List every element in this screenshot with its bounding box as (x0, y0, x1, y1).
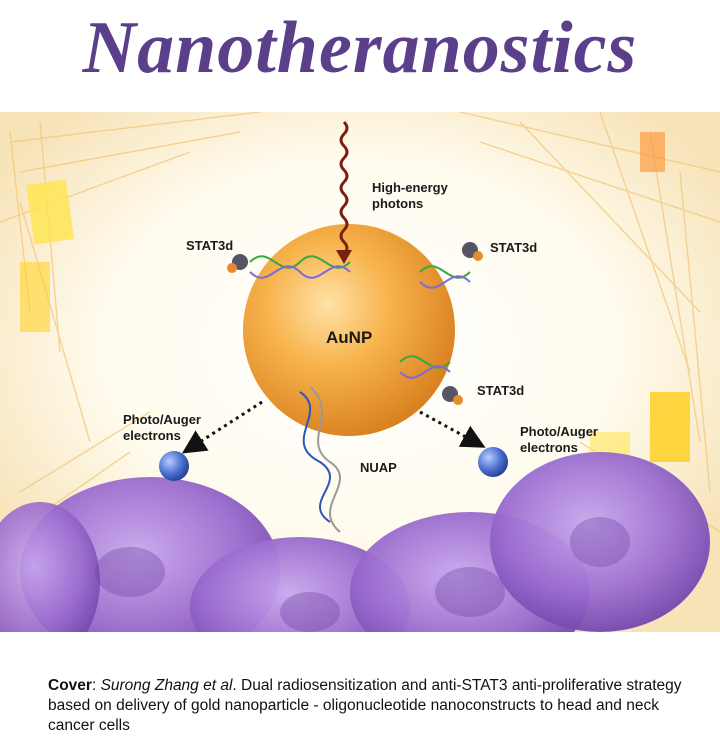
label-stat3d-right-top: STAT3d (490, 240, 538, 255)
nuap-strand (299, 386, 341, 533)
yellow-blocks (20, 132, 690, 462)
label-nuap: NUAP (360, 460, 397, 475)
electron-left (159, 451, 189, 481)
caption-text: . Dual radiosensitization and anti-STAT3… (48, 677, 682, 734)
cover-caption: Cover: Surong Zhang et al. Dual radiosen… (48, 676, 688, 736)
label-stat3d-left: STAT3d (186, 238, 234, 253)
photon-arrowhead (336, 250, 352, 264)
caption-prefix: Cover (48, 677, 92, 694)
stat3d-beads (227, 242, 483, 405)
label-photons: High-energy photons (372, 180, 448, 211)
cover-illustration (0, 112, 720, 632)
label-electrons-left: Photo/Auger electrons (123, 412, 201, 443)
cancer-cells (0, 452, 710, 632)
label-aunp: AuNP (326, 328, 373, 347)
label-stat3d-right-bottom: STAT3d (477, 383, 525, 398)
stat3d-strands (249, 255, 471, 379)
gold-nanoparticle (243, 224, 455, 436)
caption-authors: Surong Zhang et al (100, 677, 233, 694)
caption-separator: : (91, 677, 101, 694)
photon-wave (339, 120, 349, 256)
journal-title: Nanotheranostics (82, 7, 638, 89)
electron-right (478, 447, 508, 477)
label-electrons-right: Photo/Auger electrons (520, 424, 598, 455)
